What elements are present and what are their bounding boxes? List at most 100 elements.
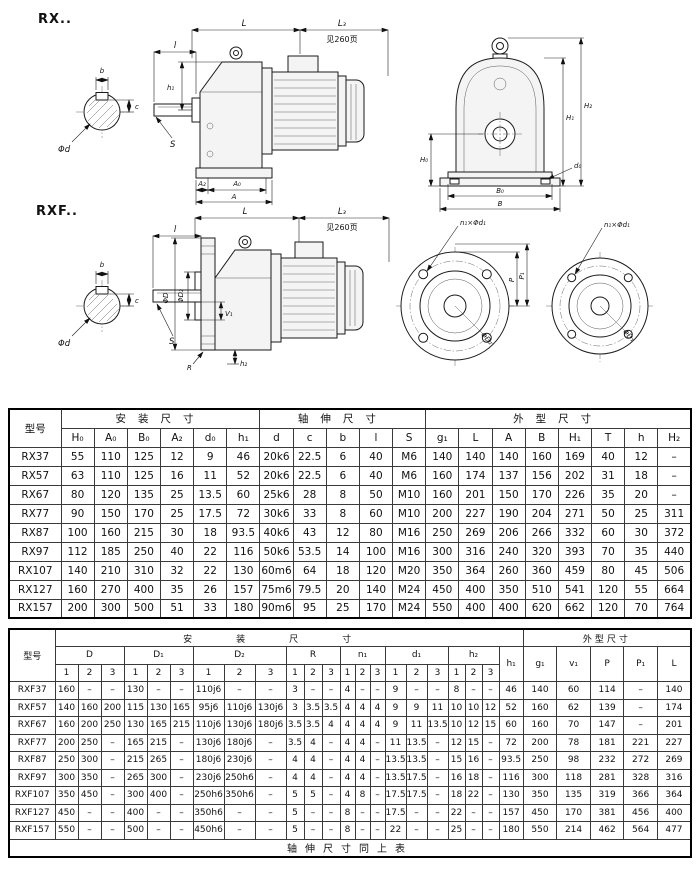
value-cell: – — [146, 681, 171, 700]
value-cell: 40k6 — [259, 522, 294, 543]
value-cell: 269 — [656, 751, 692, 770]
dim-label-d0: d₀ — [574, 162, 581, 170]
dim-label-l: l — [174, 225, 177, 235]
value-cell: 270 — [93, 579, 128, 600]
value-cell: 400 — [146, 786, 171, 805]
value-cell: 78 — [556, 733, 591, 752]
value-cell: 16 — [464, 751, 483, 770]
value-cell: 140 — [54, 698, 79, 717]
model-column-header: 型号 — [8, 628, 56, 682]
value-cell: 12 — [464, 716, 483, 735]
value-cell: 332 — [557, 522, 593, 543]
value-cell: 130j6 — [223, 716, 256, 735]
value-cell: 450h6 — [192, 821, 225, 840]
dim-label-b: b — [100, 261, 105, 269]
value-cell: 4 — [354, 751, 371, 770]
value-cell: 11 — [405, 716, 428, 735]
sub-column-header: 1 — [384, 663, 407, 682]
value-cell: 350 — [491, 579, 526, 600]
rxf-flange-front-view-2: ΦD₁ n₁×Φd₁ — [546, 221, 654, 362]
value-cell: 160 — [425, 484, 460, 505]
value-cell: 328 — [623, 768, 658, 787]
sub-column-header: 3 — [254, 663, 287, 682]
value-cell: 30 — [624, 522, 659, 543]
value-cell: 140 — [656, 681, 692, 700]
value-cell: M16 — [392, 522, 427, 543]
value-cell: 150 — [491, 484, 526, 505]
value-cell: 55 — [624, 579, 659, 600]
value-cell: 160 — [93, 522, 128, 543]
value-cell: M16 — [392, 541, 427, 562]
group-header: n₁ — [339, 646, 386, 665]
dim-label-b: b — [100, 67, 105, 75]
value-cell: 6 — [325, 446, 360, 467]
column-header: T — [590, 427, 626, 448]
value-cell: 4 — [303, 768, 323, 787]
value-cell: 226 — [557, 484, 593, 505]
value-cell: – — [354, 681, 371, 700]
value-cell: 160 — [522, 698, 558, 717]
value-cell: 15 — [447, 751, 466, 770]
value-cell: 17.5 — [405, 768, 428, 787]
value-cell: 360 — [524, 560, 559, 581]
value-cell: 4 — [354, 716, 371, 735]
value-cell: 269 — [458, 522, 493, 543]
value-cell: 147 — [589, 716, 625, 735]
value-cell: 130 — [123, 681, 148, 700]
value-cell: M24 — [392, 579, 427, 600]
value-cell: 215 — [126, 522, 161, 543]
value-cell: 35 — [624, 541, 659, 562]
model-cell: RXF87 — [8, 751, 56, 770]
value-cell: 170 — [358, 598, 394, 619]
value-cell: 11 — [384, 733, 407, 752]
model-cell: RX67 — [8, 484, 62, 505]
rx-front-shape — [439, 37, 561, 187]
value-cell: 13.5 — [405, 733, 428, 752]
value-cell: 4 — [339, 698, 356, 717]
value-cell: 116 — [226, 541, 261, 562]
dim-label-n1-phi-d1: n₁×Φd₁ — [460, 219, 486, 227]
value-cell: – — [464, 681, 483, 700]
value-cell: 118 — [556, 768, 591, 787]
value-cell: 320 — [524, 541, 559, 562]
value-cell: 13.5 — [405, 751, 428, 770]
shaft-section-shape — [76, 280, 130, 332]
value-cell: – — [146, 821, 171, 840]
outline-group-header: 外型尺寸 — [522, 628, 692, 647]
value-cell: 550 — [425, 598, 460, 619]
value-cell: 550 — [54, 821, 79, 840]
value-cell: 114 — [589, 681, 625, 700]
value-cell: 8 — [325, 503, 360, 524]
value-cell: 10 — [447, 716, 466, 735]
table1-groups-row: 型号 安装尺寸 轴伸尺寸 外型尺寸 — [8, 408, 692, 448]
value-cell: 450 — [522, 803, 558, 822]
value-cell: 95 — [292, 598, 327, 619]
value-cell: 137 — [491, 465, 526, 486]
dim-label-h2: h₂ — [240, 360, 247, 368]
value-cell: 15 — [481, 716, 500, 735]
value-cell: 25 — [624, 503, 659, 524]
value-cell: 366 — [623, 786, 658, 805]
value-cell: – — [657, 484, 692, 505]
value-cell: 400 — [123, 803, 148, 822]
value-cell: 265 — [146, 751, 171, 770]
value-cell: – — [481, 803, 500, 822]
model-cell: RXF97 — [8, 768, 56, 787]
value-cell: 17.5 — [193, 503, 228, 524]
value-cell: 180j6 — [192, 751, 225, 770]
value-cell: 22 — [464, 786, 483, 805]
value-cell: 316 — [458, 541, 493, 562]
column-header: L — [656, 646, 692, 682]
value-cell: 13.5 — [384, 751, 407, 770]
value-cell: 80 — [590, 560, 626, 581]
model-column-header: 型号 — [8, 408, 62, 448]
value-cell: 250h6 — [192, 786, 225, 805]
